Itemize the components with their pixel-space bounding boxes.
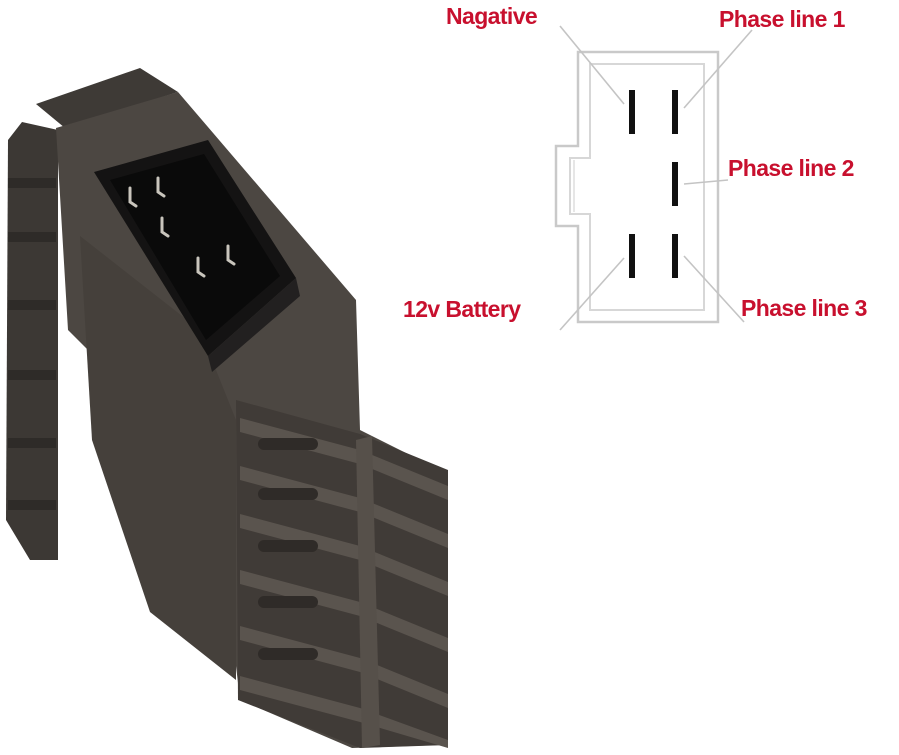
pin-negative [629, 90, 635, 134]
pin-slots [629, 90, 678, 278]
pin-battery [629, 234, 635, 278]
leader-battery [559, 257, 625, 331]
leader-phase-1 [683, 29, 753, 109]
pin-phase-1 [672, 90, 678, 134]
housing-left-fins [6, 122, 58, 560]
label-phase-line-2: Phase line 2 [728, 155, 854, 181]
connector-outline-outer [554, 50, 720, 324]
leader-negative [559, 25, 625, 105]
leader-lines [559, 25, 753, 331]
connector-outline-inner [569, 63, 705, 311]
connector-housing [94, 140, 300, 372]
pin-phase-3 [672, 234, 678, 278]
label-phase-line-3: Phase line 3 [741, 295, 867, 321]
label-phase-line-1: Phase line 1 [719, 6, 845, 32]
regulator-rectifier-photo [6, 68, 448, 748]
housing-top-edge [36, 68, 178, 128]
leader-phase-2 [683, 179, 729, 185]
pin-phase-2 [672, 162, 678, 206]
label-negative: Nagative [446, 3, 538, 29]
connector-pinout-diagram [554, 25, 753, 331]
left-fin-ribs [8, 178, 56, 510]
leader-phase-3 [683, 255, 745, 323]
right-fin-stack [236, 400, 448, 748]
label-12v-battery: 12v Battery [403, 296, 521, 322]
connector-pins [128, 176, 236, 278]
housing-center-plate [80, 236, 236, 680]
